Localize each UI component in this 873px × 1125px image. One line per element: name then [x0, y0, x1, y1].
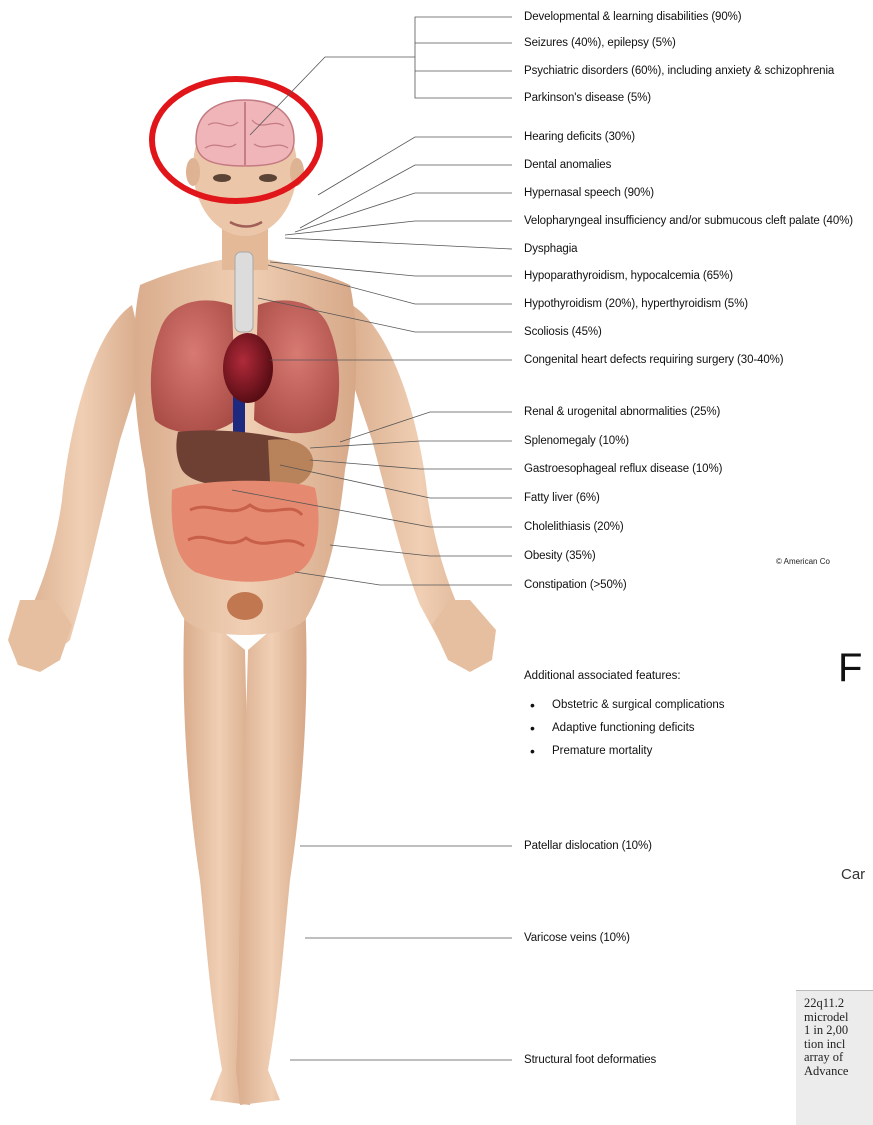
label-renal: Renal & urogenital abnormalities (25%)	[524, 405, 720, 419]
list-item: Premature mortality	[530, 740, 725, 763]
intestines	[172, 481, 319, 582]
label-dental: Dental anomalies	[524, 158, 611, 172]
trachea	[235, 252, 253, 332]
bladder	[227, 592, 263, 620]
label-gerd: Gastroesophageal reflux disease (10%)	[524, 462, 722, 476]
cutoff-heading-letter: F	[838, 646, 862, 691]
label-splenomegaly: Splenomegaly (10%)	[524, 434, 629, 448]
copyright-notice: © American Co	[776, 557, 830, 566]
list-item: Obstetric & surgical complications	[530, 694, 725, 717]
label-fatty-liver: Fatty liver (6%)	[524, 491, 600, 505]
label-hypernasal: Hypernasal speech (90%)	[524, 186, 654, 200]
abstract-line: 1 in 2,00	[804, 1024, 873, 1038]
cutoff-word: Car	[841, 866, 865, 883]
abstract-line: microdel	[804, 1011, 873, 1025]
label-seizures: Seizures (40%), epilepsy (5%)	[524, 36, 676, 50]
additional-features-title: Additional associated features:	[524, 670, 681, 682]
abstract-snippet: 22q11.2 microdel 1 in 2,00 tion incl arr…	[796, 990, 873, 1125]
label-developmental: Developmental & learning disabilities (9…	[524, 10, 742, 24]
label-constipation: Constipation (>50%)	[524, 578, 627, 592]
body-illustration	[0, 0, 520, 1125]
label-hypoparathyroidism: Hypoparathyroidism, hypocalcemia (65%)	[524, 269, 733, 283]
heart	[223, 333, 273, 403]
list-item: Adaptive functioning deficits	[530, 717, 725, 740]
label-scoliosis: Scoliosis (45%)	[524, 325, 602, 339]
label-cholelithiasis: Cholelithiasis (20%)	[524, 520, 624, 534]
label-varicose: Varicose veins (10%)	[524, 931, 630, 945]
abstract-line: array of	[804, 1051, 873, 1065]
label-hypothyroidism: Hypothyroidism (20%), hyperthyroidism (5…	[524, 297, 748, 311]
brain	[196, 100, 294, 166]
additional-features-list: Obstetric & surgical complications Adapt…	[530, 694, 725, 763]
label-dysphagia: Dysphagia	[524, 242, 577, 256]
abstract-line: 22q11.2	[804, 997, 873, 1011]
label-obesity: Obesity (35%)	[524, 549, 596, 563]
label-velopharyngeal: Velopharyngeal insufficiency and/or subm…	[524, 214, 853, 228]
label-foot: Structural foot deformaties	[524, 1053, 656, 1067]
label-hearing: Hearing deficits (30%)	[524, 130, 635, 144]
label-heart-defects: Congenital heart defects requiring surge…	[524, 353, 784, 367]
label-parkinsons: Parkinson's disease (5%)	[524, 91, 651, 105]
label-patellar: Patellar dislocation (10%)	[524, 839, 652, 853]
label-psychiatric: Psychiatric disorders (60%), including a…	[524, 64, 834, 78]
abstract-line: Advance	[804, 1065, 873, 1079]
abstract-line: tion incl	[804, 1038, 873, 1052]
